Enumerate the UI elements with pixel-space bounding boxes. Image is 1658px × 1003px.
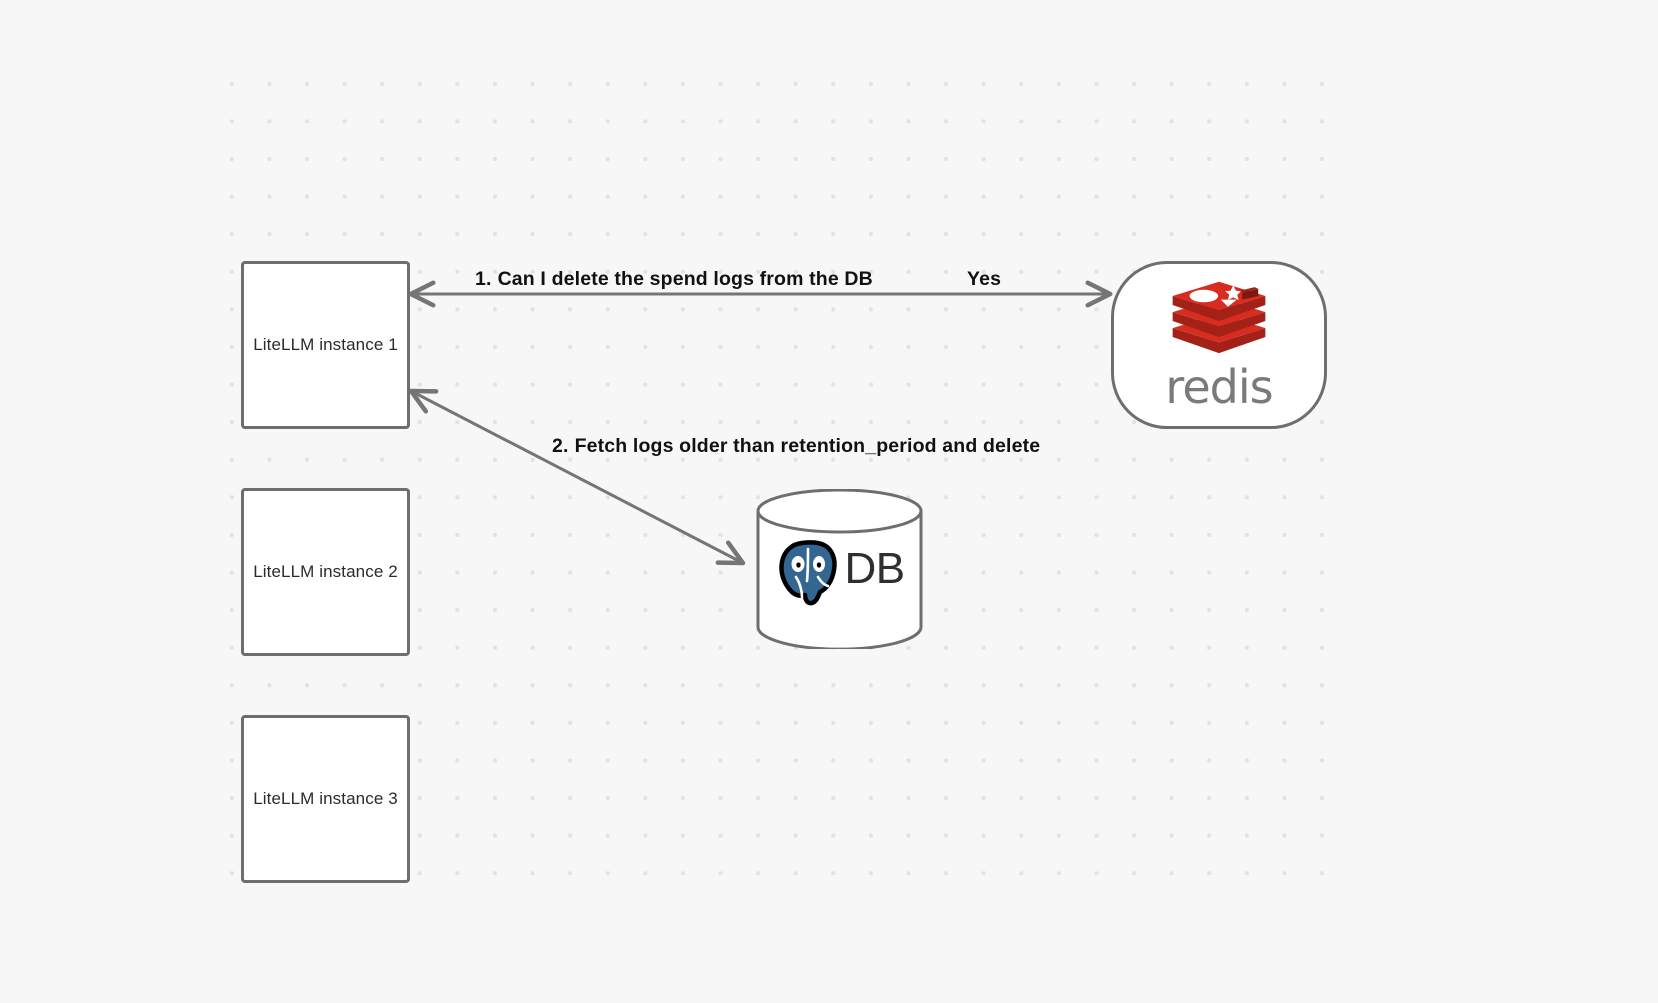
edge-label-1: 1.Can I delete the spend logs from the D… (475, 268, 873, 291)
node-litellm-instance-2[interactable]: LiteLLM instance 2 (241, 488, 410, 656)
node-litellm-instance-1[interactable]: LiteLLM instance 1 (241, 261, 410, 429)
redis-stack-icon (1172, 281, 1266, 354)
edge-label-1-response: Yes (967, 268, 1002, 290)
db-node-content: DB (754, 489, 925, 649)
postgresql-elephant-icon (779, 540, 838, 606)
node-litellm-instance-2-label: LiteLLM instance 2 (253, 562, 398, 581)
edge-label-2-number: 2. (552, 435, 569, 457)
node-postgres-db[interactable]: DB (754, 488, 925, 651)
node-litellm-instance-3-label: LiteLLM instance 3 (253, 789, 398, 808)
edge-label-1-text: Can I delete the spend logs from the DB (497, 268, 873, 290)
node-litellm-instance-3[interactable]: LiteLLM instance 3 (241, 715, 410, 883)
edge-label-1-number: 1. (475, 268, 492, 290)
redis-wordmark: redis (1165, 360, 1273, 414)
edge-label-2-text: Fetch logs older than retention_period a… (574, 435, 1041, 457)
redis-logo-icon: redis (1165, 280, 1274, 414)
node-litellm-instance-1-label: LiteLLM instance 1 (253, 335, 398, 354)
node-redis[interactable]: redis (1111, 261, 1327, 429)
edge-label-2: 2.Fetch logs older than retention_period… (552, 435, 1040, 458)
db-node-label: DB (844, 544, 905, 593)
